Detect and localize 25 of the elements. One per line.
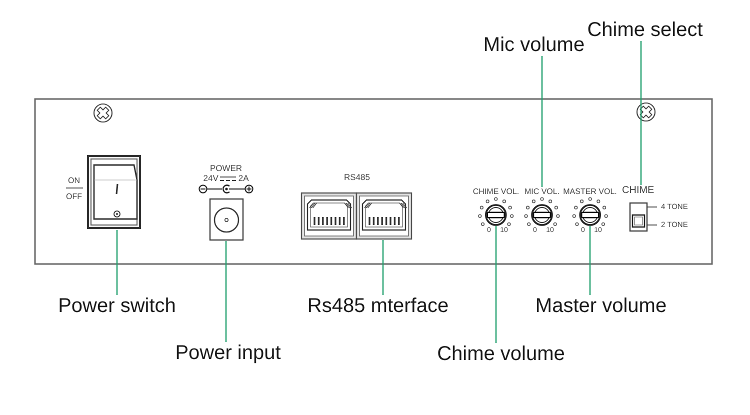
leader-line — [640, 41, 642, 185]
panel-label: MIC VOL. — [524, 187, 560, 196]
callout-label: Master volume — [535, 295, 667, 317]
callout-label: Power switch — [58, 295, 176, 317]
panel-label: CHIME VOL. — [472, 187, 520, 196]
leader-line — [382, 240, 384, 295]
panel-label: POWER — [210, 163, 242, 173]
leader-line — [589, 226, 591, 295]
callout-label: Chime volume — [437, 343, 565, 365]
leader-line — [495, 226, 497, 343]
rating-label: 24V — [203, 174, 218, 183]
rocker-switch — [86, 154, 142, 230]
callout-label: Power input — [175, 342, 281, 364]
panel-label: RS485 — [344, 172, 370, 182]
leader-line — [541, 56, 543, 187]
panel-label: CHIME — [622, 185, 654, 196]
callout-label: Rs485 mterface — [307, 295, 449, 317]
leader-line — [225, 241, 227, 342]
leader-line — [116, 230, 118, 295]
callout-label: Chime select — [587, 19, 703, 41]
callout-label: Mic volume — [483, 34, 585, 56]
switch-position-label: ON — [68, 176, 80, 185]
switch-position-label: OFF — [66, 192, 82, 201]
panel-label: MASTER VOL. — [563, 187, 617, 196]
rating-label: 2A — [238, 174, 249, 183]
